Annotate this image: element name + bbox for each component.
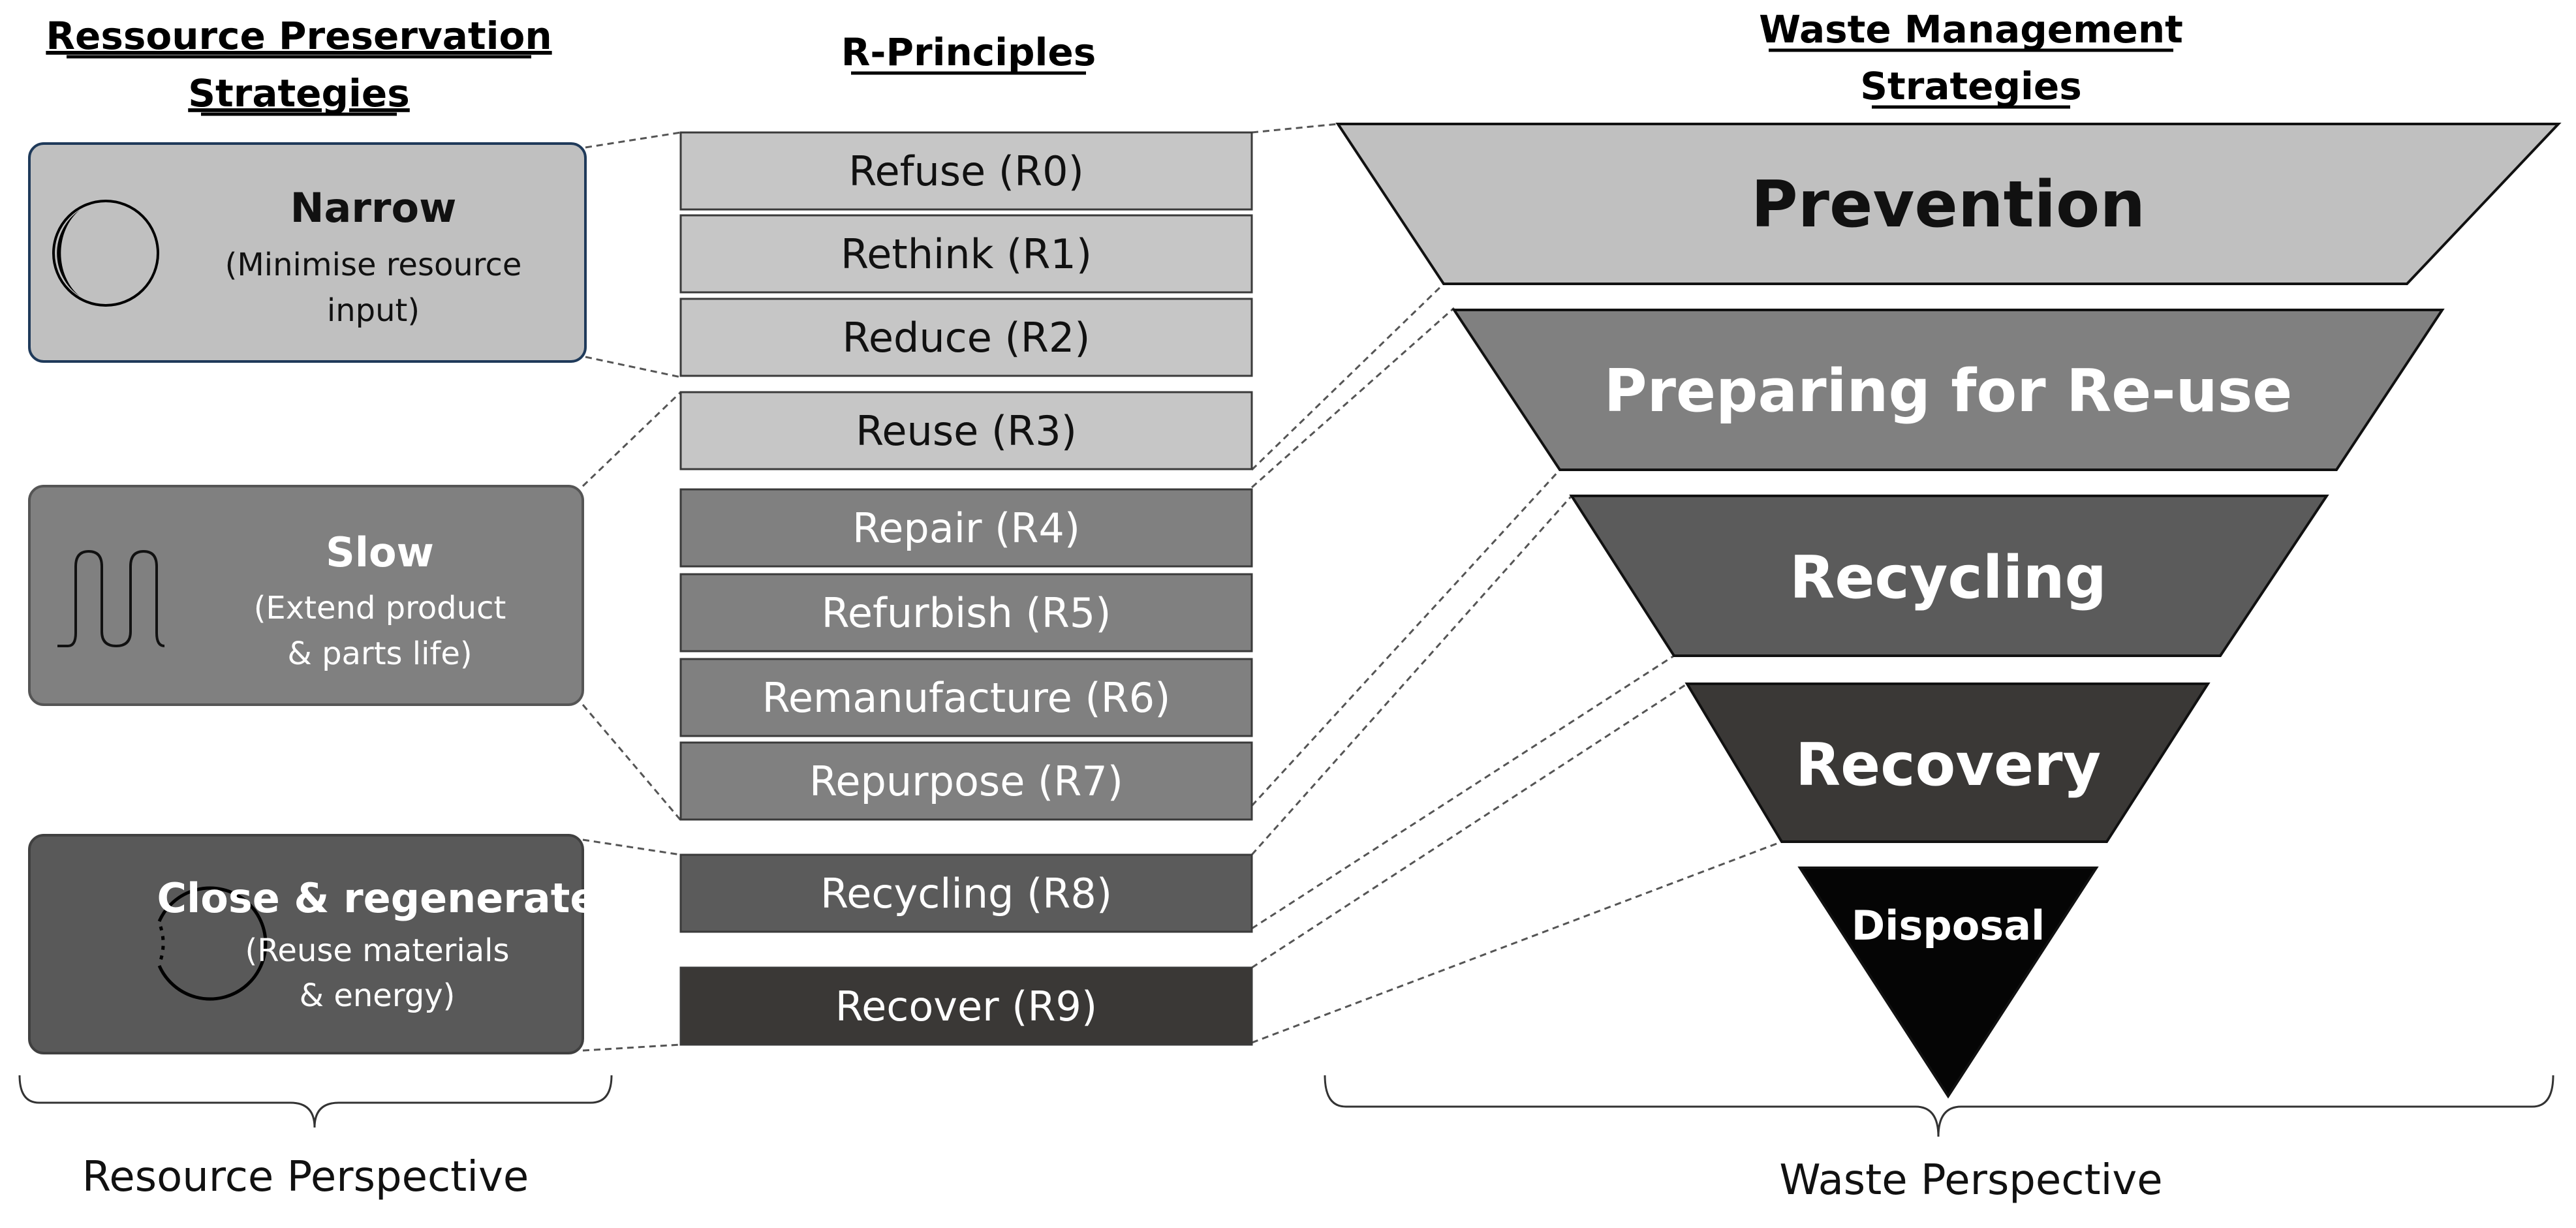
connector-narrow-top xyxy=(585,131,681,149)
waste-level-label: Recovery xyxy=(1795,731,2101,799)
waste-level-label: Preparing for Re-use xyxy=(1604,357,2293,425)
principle-item: Remanufacture (R6) xyxy=(679,658,1253,737)
connector-slow-bottom xyxy=(582,704,682,821)
connector-lines xyxy=(582,123,1782,1052)
connector-r4-reuse xyxy=(1251,307,1455,489)
waste-level-shape xyxy=(1335,123,2562,285)
connector-r0-prevention xyxy=(1251,123,1339,134)
open-circle-icon xyxy=(52,200,159,307)
principle-item: Rethink (R1) xyxy=(679,214,1253,294)
strategy-title: Slow xyxy=(326,529,434,576)
strategy-close-regenerate: Close & regenerate (Reuse materials & en… xyxy=(28,834,598,1054)
strategy-title: Narrow xyxy=(290,184,457,232)
principle-label: Remanufacture (R6) xyxy=(762,674,1171,722)
waste-level-item: Recycling xyxy=(1569,495,2329,657)
principle-box xyxy=(679,741,1253,821)
waste-level-item: Preparing for Re-use xyxy=(1451,309,2445,471)
waste-level-label: Disposal xyxy=(1852,902,2045,949)
connector-r3-prevention xyxy=(1250,283,1445,471)
principle-item: Reuse (R3) xyxy=(679,391,1253,470)
principle-label: Repurpose (R7) xyxy=(809,758,1123,805)
principle-label: Recover (R9) xyxy=(835,983,1097,1030)
strategy-box xyxy=(28,142,587,363)
wave-loop-icon xyxy=(57,549,165,648)
connector-r9-recovery-bottom xyxy=(1251,840,1782,1044)
strategy-description-line-2: input) xyxy=(327,292,420,329)
resource-heading-line-1: Ressource Preservation xyxy=(46,14,551,58)
strategy-description-line-2: & parts life) xyxy=(287,636,472,672)
strategy-description-line-2: & energy) xyxy=(300,977,456,1014)
waste-strategies-heading: Waste Management Strategies xyxy=(1759,7,2183,109)
principle-item: Refuse (R0) xyxy=(679,131,1253,211)
resource-perspective-brace xyxy=(18,1075,613,1128)
principle-label: Reduce (R2) xyxy=(843,314,1091,361)
waste-heading-line-1: Waste Management xyxy=(1759,7,2183,52)
principle-label: Recycling (R8) xyxy=(820,870,1112,917)
waste-level-shape xyxy=(1451,309,2445,471)
principle-item: Repurpose (R7) xyxy=(679,741,1253,821)
dotted-circle-icon xyxy=(157,886,268,1001)
waste-level-item: Disposal xyxy=(1797,867,2099,1099)
principle-box xyxy=(679,488,1253,568)
principle-label: Rethink (R1) xyxy=(841,230,1092,278)
connector-close-top xyxy=(582,838,681,856)
waste-perspective-brace xyxy=(1324,1075,2554,1137)
strategy-slow: Slow (Extend product & parts life) xyxy=(28,485,584,706)
principle-box xyxy=(679,853,1253,933)
waste-perspective-label: Waste Perspective xyxy=(1779,1156,2162,1205)
principle-label: Repair (R4) xyxy=(852,504,1080,552)
principle-item: Repair (R4) xyxy=(679,488,1253,568)
connector-slow-top xyxy=(582,391,682,487)
principle-box xyxy=(679,573,1253,652)
principle-item: Refurbish (R5) xyxy=(679,573,1253,652)
r-principles-heading: R-Principles xyxy=(841,30,1096,75)
strategy-title: Close & regenerate xyxy=(157,874,598,922)
strategy-description-line-1: (Extend product xyxy=(254,590,506,626)
waste-level-label: Prevention xyxy=(1751,168,2145,242)
principle-item: Reduce (R2) xyxy=(679,298,1253,377)
connector-r7-reuse xyxy=(1250,468,1561,807)
strategy-description-line-1: (Minimise resource xyxy=(225,247,522,283)
principle-box xyxy=(679,658,1253,737)
strategy-box xyxy=(28,834,584,1054)
resource-heading-line-2: Strategies xyxy=(188,71,410,115)
connector-close-bottom xyxy=(582,1043,681,1052)
principle-label: Reuse (R3) xyxy=(856,407,1077,455)
waste-level-item: Recovery xyxy=(1684,683,2211,843)
principle-label: Refuse (R0) xyxy=(848,147,1084,195)
connector-r8-recycling-top xyxy=(1250,495,1573,855)
principle-box xyxy=(679,391,1253,470)
waste-level-shape xyxy=(1569,495,2329,657)
connector-narrow-bottom xyxy=(585,356,681,378)
strategy-narrow: Narrow (Minimise resource input) xyxy=(28,142,587,363)
waste-level-shape xyxy=(1684,683,2211,843)
waste-heading-line-2: Strategies xyxy=(1860,64,2082,108)
principle-item: Recover (R9) xyxy=(679,966,1253,1046)
waste-level-label: Recycling xyxy=(1790,544,2107,612)
strategy-box xyxy=(28,485,584,706)
r-principles-stack: Refuse (R0) Rethink (R1) Reduce (R2) Reuse … xyxy=(679,131,1253,1046)
resource-perspective-label: Resource Perspective xyxy=(82,1153,529,1201)
connector-r9-recovery-top xyxy=(1251,683,1688,969)
principle-box xyxy=(679,131,1253,211)
resource-strategies-heading: Ressource Preservation Strategies xyxy=(46,14,552,116)
principles-heading-line: R-Principles xyxy=(841,30,1096,74)
principle-box xyxy=(679,214,1253,294)
waste-level-shape xyxy=(1797,867,2099,1099)
principle-box xyxy=(679,966,1253,1046)
strategy-description-line-1: (Reuse materials xyxy=(245,932,509,969)
principle-label: Refurbish (R5) xyxy=(822,589,1111,637)
waste-level-item: Prevention xyxy=(1335,123,2562,285)
principle-box xyxy=(679,298,1253,377)
connector-r8-recycling-bottom xyxy=(1251,654,1675,930)
principle-item: Recycling (R8) xyxy=(679,853,1253,933)
